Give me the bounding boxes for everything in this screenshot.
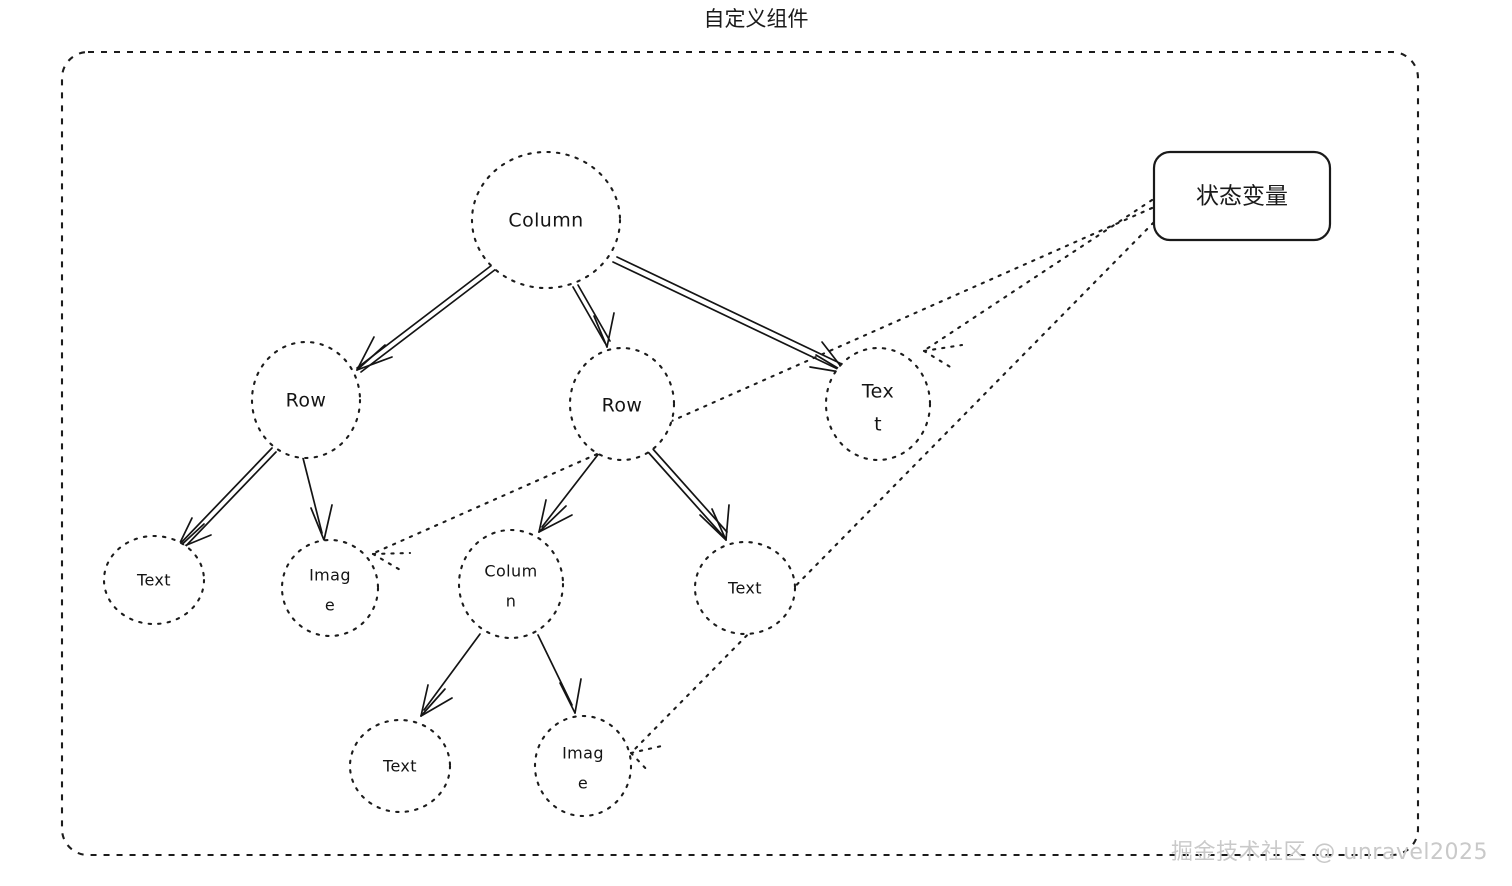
edge-column-mid-to-text-c xyxy=(420,633,481,717)
edge-row-middle-to-text-b xyxy=(647,447,730,541)
edge-root-column-to-row-middle xyxy=(572,284,615,348)
node-row-middle[interactable]: Row xyxy=(568,346,676,462)
node-image-b[interactable]: Imag e xyxy=(533,714,633,818)
edge-column-mid-to-image-b xyxy=(537,634,582,714)
edge-row-left-to-image-a xyxy=(302,457,333,541)
node-row-left[interactable]: Row xyxy=(250,340,362,460)
node-label-image-b-line2: e xyxy=(578,774,588,793)
edge-state-to-image-a xyxy=(371,206,1154,573)
edge-state-to-text-right xyxy=(922,198,1154,370)
node-label-text-b: Text xyxy=(727,579,762,598)
node-label-image-a-line2: e xyxy=(325,596,335,615)
node-text-right[interactable]: Tex t xyxy=(824,346,932,462)
edge-row-middle-to-column-mid xyxy=(538,451,601,533)
state-variable-label: 状态变量 xyxy=(1196,184,1288,210)
edge-root-column-to-row-left xyxy=(356,264,497,373)
node-text-b[interactable]: Text xyxy=(693,540,797,636)
node-label-text-right-line1: Tex xyxy=(861,381,894,403)
node-root-column[interactable]: Column xyxy=(470,150,622,290)
node-label-root-column: Column xyxy=(508,210,583,232)
node-label-column-mid-line1: Colum xyxy=(484,562,537,581)
node-label-text-a: Text xyxy=(136,571,171,590)
node-label-image-a-line1: Imag xyxy=(309,566,351,585)
page-title: 自定义组件 xyxy=(704,7,809,31)
node-image-a[interactable]: Imag e xyxy=(280,538,380,638)
watermark: 掘金技术社区 @ unravel2025 xyxy=(1170,840,1488,865)
node-label-text-right-line2: t xyxy=(874,414,882,436)
node-label-text-c: Text xyxy=(382,757,417,776)
custom-component-container xyxy=(60,50,1420,857)
edge-row-left-to-text-a xyxy=(176,447,277,551)
node-label-image-b-line1: Imag xyxy=(562,744,604,763)
node-label-column-mid-line2: n xyxy=(506,592,517,611)
edge-state-to-image-b xyxy=(629,214,1162,775)
node-label-row-middle: Row xyxy=(602,395,643,417)
node-column-mid[interactable]: Colum n xyxy=(457,528,565,640)
edge-root-column-to-text-right xyxy=(612,256,849,374)
node-label-row-left: Row xyxy=(286,390,327,412)
state-variable-box[interactable]: 状态变量 xyxy=(1152,150,1332,242)
node-text-c[interactable]: Text xyxy=(348,718,452,814)
node-text-a[interactable]: Text xyxy=(102,534,206,626)
